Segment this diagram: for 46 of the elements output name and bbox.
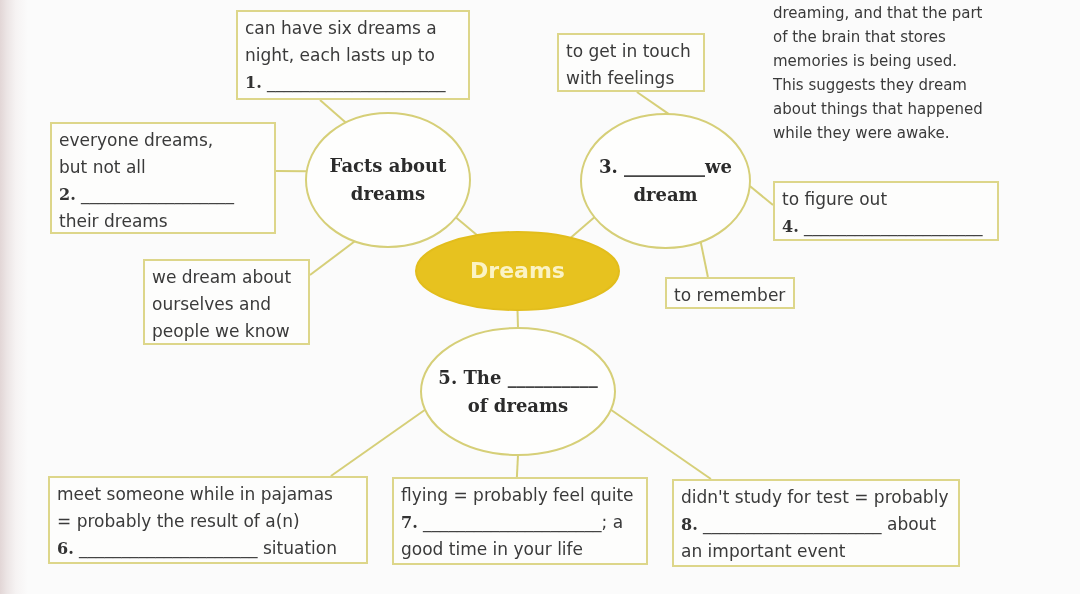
note-text: didn't study for test = probably 8. _____________________ about an important event — [681, 486, 950, 563]
connector-line — [515, 454, 519, 478]
note-text: we dream about ourselves and people we know — [152, 266, 293, 343]
note-text: flying = probably feel quite 7. _____________________; a good time in your life — [401, 484, 635, 561]
note-paragraph: dreaming, and that the part of the brain that stores memories is being used. This suggests they dream about things that happened while they were awake. — [773, 3, 984, 144]
connector-line — [635, 91, 670, 116]
connector-line — [329, 408, 427, 477]
topic-ellipse — [420, 327, 616, 456]
note-text: can have six dreams a night, each lasts up to 1. _____________________ — [245, 17, 447, 95]
connector-line — [748, 185, 774, 206]
topic-ellipse — [580, 113, 751, 249]
topic-label: Facts about dreams — [328, 154, 448, 206]
note-box — [50, 122, 276, 234]
fill-in-line: _____________________ — [703, 514, 882, 534]
note-box — [143, 259, 310, 345]
note-box — [48, 476, 368, 564]
note-box — [773, 181, 999, 241]
fill-in-line: _________ — [624, 156, 706, 177]
main-topic-ellipse — [415, 231, 620, 311]
note-text: to remember — [674, 284, 787, 307]
main-topic-label: Dreams — [469, 257, 566, 285]
connector-line — [319, 99, 347, 124]
topic-ellipse — [305, 112, 471, 248]
note-box — [557, 33, 705, 92]
note-box — [665, 277, 795, 309]
fill-in-line: __________ — [507, 366, 598, 388]
topic-label: 3. _________we dream — [598, 155, 733, 207]
connector-line — [455, 216, 479, 237]
connector-line — [609, 408, 712, 480]
note-text: to get in touch with feelings — [566, 40, 692, 90]
fill-in-line: _____________________ — [267, 72, 446, 92]
fill-in-line: _____________________ — [79, 538, 258, 558]
fill-in-line: _____________________ — [423, 512, 602, 532]
connector-line — [699, 240, 709, 278]
note-box — [236, 10, 470, 100]
connector-line — [309, 240, 356, 276]
note-text: meet someone while in pajamas = probably the result of a(n) 6. _____________________ situation — [57, 483, 338, 561]
note-box — [672, 479, 960, 567]
connector-line — [569, 216, 596, 239]
note-text: everyone dreams, but not all 2. __________________ their dreams — [59, 129, 236, 233]
fill-in-line: _____________________ — [804, 216, 983, 236]
connector-line — [516, 309, 519, 329]
note-box — [392, 477, 648, 565]
topic-label: 5. The __________ of dreams — [437, 365, 599, 418]
fill-in-line: __________________ — [81, 184, 235, 204]
note-text: to figure out 4. _____________________ — [782, 188, 984, 239]
